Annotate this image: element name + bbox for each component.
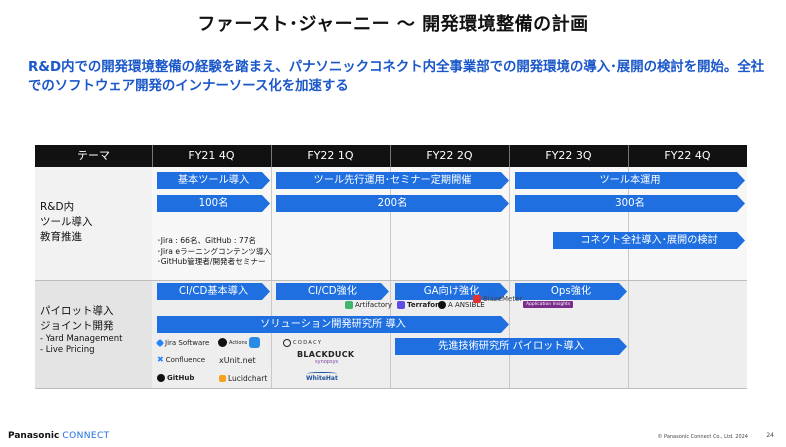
table-header: テーマ FY21 4Q FY22 1Q FY22 2Q FY22 3Q FY22… <box>35 145 747 167</box>
app-insights-logo: Application Insights <box>523 301 574 308</box>
actions-logo: Actions <box>218 337 261 348</box>
arrow-advanced-lab: 先進技術研究所 パイロット導入 <box>395 338 627 355</box>
header-fy22-2q: FY22 2Q <box>426 149 473 162</box>
github-logo: GitHub <box>157 374 194 382</box>
confluence-icon: ✖ <box>157 355 164 364</box>
arrow-200: 200名 <box>276 195 509 212</box>
page-subtitle: R&D内での開発環境整備の経験を踏まえ、パナソニックコネクト内全事業部での開発環… <box>28 60 765 94</box>
arrow-pilot-ops: ツール先行運用･セミナー定期開催 <box>276 172 509 189</box>
arrow-ops: Ops強化 <box>515 283 627 300</box>
blazemeter-icon <box>473 295 481 303</box>
page-title: ファースト･ジャーニー 〜 開発環境整備の計画 <box>197 14 589 35</box>
terraform-icon <box>397 301 405 309</box>
row2-label: パイロット導入 ジョイント開発 - Yard Management - Live… <box>40 305 123 355</box>
footer-brand: Panasonic CONNECT <box>8 431 110 441</box>
arrow-300: 300名 <box>515 195 745 212</box>
row1-label: R&D内 ツール導入 教育推進 <box>40 201 93 243</box>
confluence-logo: ✖ Confluence <box>157 355 206 364</box>
row2-label-cell <box>35 281 152 388</box>
ansible-icon <box>438 301 446 309</box>
artifactory-logo: Artifactory <box>345 301 392 309</box>
arrow-company-rollout: コネクト全社導入･展開の検討 <box>553 232 745 249</box>
github-actions-icon <box>218 338 227 347</box>
terraform-logo: Terraform <box>397 301 446 309</box>
arrow-basic-tool: 基本ツール導入 <box>157 172 270 189</box>
frog-icon <box>345 301 353 309</box>
whitehat-swoosh-icon <box>306 372 337 375</box>
arrow-tool-ops: ツール本運用 <box>515 172 745 189</box>
page-number: 24 <box>766 432 774 439</box>
xunit-logo: xUnit.net <box>219 356 256 365</box>
github-icon <box>157 374 165 382</box>
header-fy22-1q: FY22 1Q <box>307 149 354 162</box>
arrow-100: 100名 <box>157 195 270 212</box>
row1-notes: ･Jira : 66名、GitHub : 77名 ･Jira eラーニングコンテ… <box>157 236 272 266</box>
lucidchart-icon <box>219 375 226 382</box>
arrow-solution-lab: ソリューション開発研究所 導入 <box>157 316 509 333</box>
arrow-cicd-basic: CI/CD基本導入 <box>157 283 270 300</box>
header-fy22-3q: FY22 3Q <box>545 149 592 162</box>
codacy-icon <box>283 339 291 347</box>
blackduck-logo: BLACKDUCK synopsys <box>297 350 355 365</box>
blazemeter-logo: BlazeMeter <box>473 295 522 303</box>
header-fy21-4q: FY21 4Q <box>188 149 235 162</box>
footer-copyright: © Panasonic Connect Co., Ltd. 2024 <box>657 434 748 440</box>
row1-label-cell <box>35 167 152 280</box>
jira-logo: Jira Software <box>155 338 209 348</box>
jira-icon <box>155 338 165 348</box>
ansible-logo: A ANSIBLE <box>438 301 485 309</box>
header-theme: テーマ <box>77 149 110 162</box>
whitehat-logo: WhiteHat <box>306 372 338 382</box>
codacy-logo: CODACY <box>283 339 322 347</box>
header-fy22-4q: FY22 4Q <box>664 149 711 162</box>
arrow-cicd-strong: CI/CD強化 <box>276 283 389 300</box>
actions-tile-icon <box>249 337 261 348</box>
lucidchart-logo: Lucidchart <box>219 374 267 383</box>
